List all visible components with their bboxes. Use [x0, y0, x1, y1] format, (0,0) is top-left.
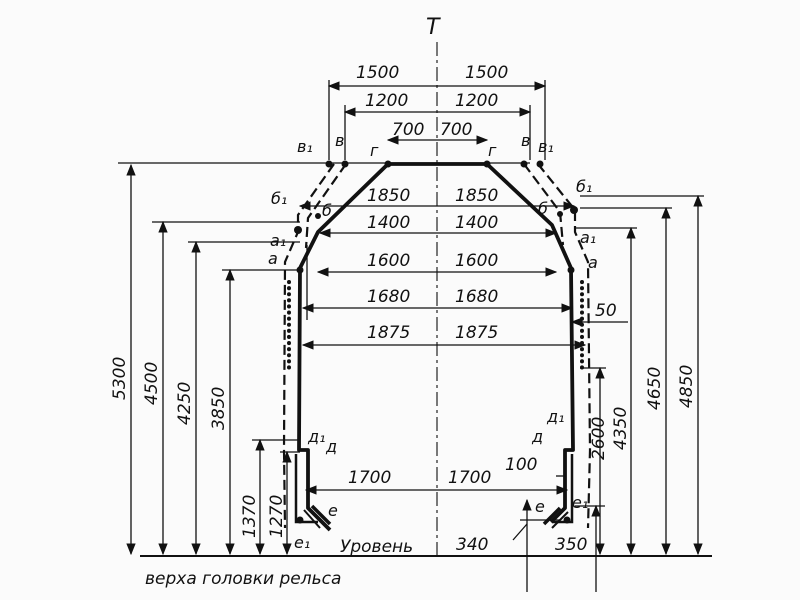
- point-b1-left: [294, 226, 302, 234]
- slant-left-2: [303, 509, 321, 529]
- dim-1875-right: 1875: [455, 323, 498, 343]
- slant-right-1: [542, 506, 562, 526]
- dim-1500-left: 1500: [356, 63, 399, 83]
- diagram-title: T: [426, 15, 441, 40]
- dim-4850: 4850: [677, 365, 697, 408]
- dim-350: 350: [555, 535, 587, 555]
- dim-1850-right: 1850: [455, 186, 498, 206]
- label-e1-left: е₁: [294, 533, 310, 552]
- dim-1680-right: 1680: [455, 287, 498, 307]
- dim-1850-left: 1850: [367, 186, 410, 206]
- point-v-right: [520, 160, 528, 168]
- lower-bracket-left: [294, 454, 318, 524]
- label-v-left: в: [335, 131, 344, 150]
- dim-1200-left: 1200: [365, 91, 408, 111]
- dim-340: 340: [456, 535, 488, 555]
- label-a1-right: а₁: [580, 228, 596, 247]
- dim-1400-right: 1400: [455, 213, 498, 233]
- label-d-left: д: [325, 437, 337, 456]
- point-b-left: [315, 213, 321, 219]
- point-v1-right: [536, 160, 544, 168]
- point-v1-left: [325, 160, 333, 168]
- point-a-right: [567, 266, 575, 274]
- point-g-right: [483, 160, 491, 168]
- dim-5300: 5300: [110, 357, 130, 400]
- dim-700-right: 700: [440, 120, 472, 140]
- label-b-left: б: [322, 201, 332, 220]
- label-d1-left: д₁: [307, 427, 325, 446]
- dim-1200-right: 1200: [455, 91, 498, 111]
- dim-2600: 2600: [589, 417, 609, 460]
- dim-1370: 1370: [240, 495, 260, 538]
- slant-left-1: [310, 504, 332, 526]
- label-d-right: д: [531, 427, 543, 446]
- label-g-right: г: [488, 141, 497, 160]
- label-a-right: а: [588, 253, 598, 272]
- dashed-outline-left-inner: [304, 163, 347, 249]
- dim-3850: 3850: [209, 387, 229, 430]
- label-a-left: а: [268, 249, 278, 268]
- label-v1-right: в₁: [538, 137, 554, 156]
- dim-4350: 4350: [611, 407, 631, 450]
- label-e-right: е: [535, 497, 545, 516]
- dim-100: 100: [505, 455, 537, 475]
- point-v-left: [341, 160, 349, 168]
- main-outline-right: [485, 162, 575, 524]
- dim-1500-right: 1500: [465, 63, 508, 83]
- dim-1700-right: 1700: [448, 468, 491, 488]
- dim-1680-left: 1680: [367, 287, 410, 307]
- caption-line2: верха головки рельса: [145, 569, 341, 589]
- label-a1-left: а₁: [270, 231, 286, 250]
- dim-1270: 1270: [267, 495, 287, 538]
- vertical-dimension-lines: [126, 163, 704, 592]
- horizontal-dimension-lines: [298, 80, 628, 495]
- point-g-left: [384, 160, 392, 168]
- label-v-right: в: [521, 131, 530, 150]
- caption-line1: Уровень: [340, 537, 413, 557]
- label-e1-right: е₁: [572, 493, 588, 512]
- label-b1-right: б₁: [576, 177, 592, 196]
- dim-1400-left: 1400: [367, 213, 410, 233]
- dim-1875-left: 1875: [367, 323, 410, 343]
- dim-1600-left: 1600: [367, 251, 410, 271]
- dim-4250: 4250: [175, 382, 195, 425]
- label-e-left: е: [328, 501, 338, 520]
- main-outline-left: [297, 162, 390, 532]
- label-v1-left: в₁: [297, 137, 313, 156]
- dim-50: 50: [595, 301, 617, 321]
- dim-4650: 4650: [645, 367, 665, 410]
- point-e1-right: [563, 516, 571, 524]
- dim-700-left: 700: [392, 120, 424, 140]
- point-b-right: [557, 211, 563, 217]
- dim-4500: 4500: [142, 362, 162, 405]
- label-d1-right: д₁: [546, 407, 564, 426]
- point-b1-right: [570, 206, 578, 214]
- point-e1-left: [296, 516, 304, 524]
- dim-1600-right: 1600: [455, 251, 498, 271]
- label-b-right: б: [538, 199, 548, 218]
- label-b1-left: б₁: [271, 189, 287, 208]
- dim-1700-left: 1700: [348, 468, 391, 488]
- label-g-left: г: [370, 141, 379, 160]
